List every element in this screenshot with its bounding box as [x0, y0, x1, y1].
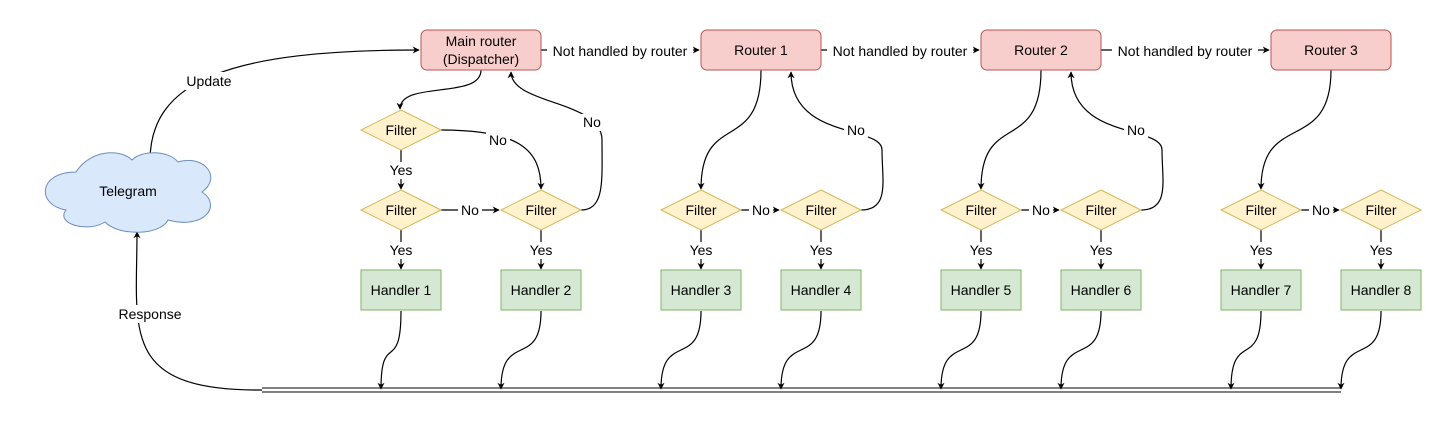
filter-label: Filter	[685, 202, 716, 218]
no-label: No	[752, 202, 770, 218]
yes-label: Yes	[1370, 242, 1393, 258]
handler-7-node: Handler 7	[1220, 269, 1302, 311]
handler-7-label: Handler 7	[1231, 282, 1292, 298]
no-label: No	[1127, 122, 1145, 138]
filter-node: Filter	[939, 189, 1023, 231]
router-3-label: Router 3	[1304, 42, 1358, 58]
handler-1-node: Handler 1	[360, 269, 442, 311]
filter-label: Filter	[1245, 202, 1276, 218]
router-2-node: Router 2	[980, 29, 1102, 71]
not-handled-label: Not handled by router	[1118, 43, 1253, 59]
response-bus	[262, 387, 1341, 393]
handler-8-node: Handler 8	[1340, 269, 1422, 311]
handler1-to-bus-edge	[377, 310, 402, 390]
handler5-to-bus-edge	[937, 310, 982, 390]
handler-4-node: Handler 4	[780, 269, 862, 311]
handler-6-label: Handler 6	[1071, 282, 1132, 298]
yes-label: Yes	[530, 242, 553, 258]
handler8-to-bus-edge	[1337, 310, 1382, 390]
telegram-label: Telegram	[99, 183, 157, 199]
handler3-to-bus-edge	[657, 310, 702, 390]
not-handled-label: Not handled by router	[833, 43, 968, 59]
handler-5-node: Handler 5	[940, 269, 1022, 311]
handler-5-label: Handler 5	[951, 282, 1012, 298]
handler-8-label: Handler 8	[1351, 282, 1412, 298]
no-label: No	[1032, 202, 1050, 218]
filter-label: Filter	[1365, 202, 1396, 218]
not-handled-label: Not handled by router	[553, 43, 688, 59]
router-1-node: Router 1	[700, 29, 822, 71]
filter-label: Filter	[1085, 202, 1116, 218]
update-edge	[149, 46, 420, 162]
no-label: No	[1312, 202, 1330, 218]
telegram-cloud-icon	[44, 152, 212, 233]
yes-label: Yes	[690, 242, 713, 258]
handler-1-label: Handler 1	[371, 282, 432, 298]
router1-filter-no-back-edge	[787, 71, 884, 211]
no-label: No	[583, 114, 601, 130]
yes-label: Yes	[1090, 242, 1113, 258]
handler2-to-bus-edge	[497, 310, 542, 390]
filter1-to-filter3-no-edge	[440, 129, 545, 190]
handler-2-node: Handler 2	[500, 269, 582, 311]
handler4-to-bus-edge	[777, 310, 822, 390]
main-router-node: Main router (Dispatcher)	[420, 29, 542, 71]
response-edge	[133, 231, 262, 391]
update-label: Update	[186, 73, 231, 89]
router-3-node: Router 3	[1270, 29, 1392, 71]
telegram-node: Telegram	[44, 152, 212, 233]
filter-node: Filter	[779, 189, 863, 231]
filter-node: Filter	[1339, 189, 1423, 231]
handler-4-label: Handler 4	[791, 282, 852, 298]
no-label: No	[847, 122, 865, 138]
response-label: Response	[118, 306, 181, 322]
main-to-filter-edge	[396, 69, 482, 110]
filter-label: Filter	[525, 202, 556, 218]
handler6-to-bus-edge	[1057, 310, 1102, 390]
router-2-label: Router 2	[1014, 42, 1068, 58]
filter3-no-back-to-main-edge	[507, 71, 603, 211]
router3-to-filter-edge	[1257, 69, 1332, 190]
yes-label: Yes	[810, 242, 833, 258]
filter-label: Filter	[965, 202, 996, 218]
filter-node: Filter	[1059, 189, 1143, 231]
yes-label: Yes	[390, 242, 413, 258]
filter-node: Filter	[359, 109, 443, 151]
handler-3-node: Handler 3	[660, 269, 742, 311]
filter-node: Filter	[499, 189, 583, 231]
edge-labels: Update Response Not handled by router No…	[113, 42, 1395, 323]
router1-to-filter-edge	[697, 69, 762, 190]
main-router-label-line1: Main router	[446, 33, 517, 49]
yes-label: Yes	[970, 242, 993, 258]
main-router-label-line2: (Dispatcher)	[443, 51, 519, 67]
handler-3-label: Handler 3	[671, 282, 732, 298]
filter-label: Filter	[385, 122, 416, 138]
filter-label: Filter	[385, 202, 416, 218]
no-label: No	[461, 202, 479, 218]
handler-6-node: Handler 6	[1060, 269, 1142, 311]
router-1-label: Router 1	[734, 42, 788, 58]
handler-2-label: Handler 2	[511, 282, 572, 298]
router2-to-filter-edge	[977, 69, 1042, 190]
yes-label: Yes	[1250, 242, 1273, 258]
filter-label: Filter	[805, 202, 836, 218]
no-label: No	[489, 132, 507, 148]
edges	[133, 46, 1385, 391]
router2-filter-no-back-edge	[1067, 71, 1164, 211]
filter-node: Filter	[1219, 189, 1303, 231]
handler7-to-bus-edge	[1227, 310, 1262, 390]
yes-label: Yes	[390, 162, 413, 178]
filter-node: Filter	[359, 189, 443, 231]
filter-node: Filter	[659, 189, 743, 231]
